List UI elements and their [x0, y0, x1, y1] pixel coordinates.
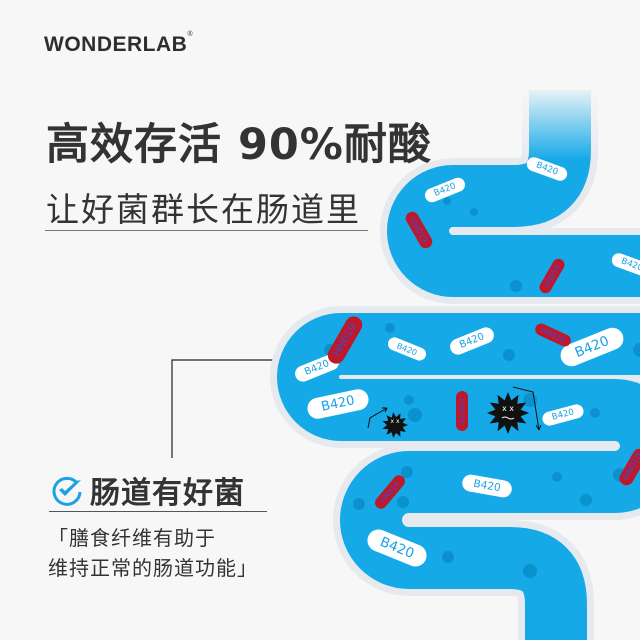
- particle: [397, 496, 409, 508]
- probiotic-b420: B420: [307, 389, 369, 419]
- arrowhead-icon: [535, 424, 542, 431]
- probiotic-hn019: HN019: [456, 391, 468, 431]
- germ-large: x x: [487, 392, 529, 434]
- particle: [385, 323, 395, 333]
- probiotic-b420: B420: [450, 327, 494, 355]
- particle: [510, 280, 522, 292]
- svg-text:B420: B420: [320, 393, 356, 415]
- registered-mark: ®: [187, 31, 193, 38]
- particle: [404, 395, 414, 405]
- feature-title: 肠道有好菌: [90, 476, 245, 511]
- intestine-tube: [270, 85, 640, 640]
- probiotic-b420: B420: [542, 404, 584, 426]
- particle: [633, 343, 640, 357]
- particle: [443, 197, 451, 205]
- particle: [503, 349, 515, 361]
- svg-text:x x: x x: [502, 404, 514, 413]
- particle: [552, 472, 562, 482]
- probiotic-b420: B420: [295, 354, 339, 382]
- svg-text:HN019: HN019: [458, 398, 467, 423]
- headline: 高效存活 90%耐酸: [46, 120, 432, 170]
- feature-description-line: 维持正常的肠道功能」: [48, 556, 258, 580]
- svg-text:x x: x x: [390, 418, 399, 425]
- probiotic-b420: B420: [462, 474, 512, 498]
- arrowhead-icon: [382, 407, 388, 413]
- particle: [401, 466, 413, 478]
- svg-text:B420: B420: [473, 478, 502, 495]
- particle: [590, 408, 600, 418]
- particle: [353, 498, 365, 510]
- probiotic-b420: B420: [526, 157, 568, 181]
- divider: [45, 230, 368, 231]
- probiotic-b420: B420: [425, 177, 465, 203]
- particle: [523, 564, 537, 578]
- probiotic-b420: B420: [611, 253, 640, 277]
- subtitle: 让好菌群长在肠道里: [46, 190, 361, 229]
- check-circle-icon: [52, 476, 82, 506]
- feature-description-line: 「膳食纤维有助于: [48, 526, 216, 550]
- particle: [470, 208, 478, 216]
- arrow-icon: [367, 407, 388, 429]
- feature-heading: 肠道有好菌: [50, 468, 245, 512]
- divider: [49, 511, 267, 512]
- particle: [408, 408, 422, 422]
- arrow-icon: [512, 386, 540, 431]
- germ-small: x x: [382, 412, 408, 438]
- particle: [580, 494, 592, 506]
- probiotic-b420: B420: [387, 337, 427, 361]
- brand-name: WONDERLAB: [44, 33, 188, 56]
- brand-logo: WONDERLAB®: [44, 31, 193, 57]
- particle: [442, 551, 454, 563]
